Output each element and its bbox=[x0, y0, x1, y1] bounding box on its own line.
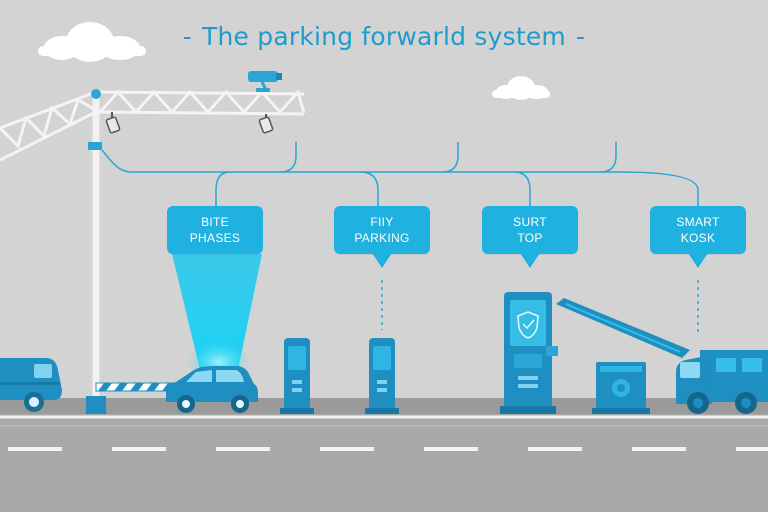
car-icon bbox=[166, 366, 258, 413]
callout-line-2: PARKING bbox=[354, 231, 410, 245]
callout-surt-top: SURT TOP bbox=[482, 206, 578, 268]
lane-markings bbox=[8, 447, 768, 451]
sensor-beam bbox=[172, 254, 262, 384]
parking-meter-icon bbox=[280, 338, 314, 414]
shield-icon bbox=[517, 311, 539, 339]
road bbox=[0, 398, 768, 512]
van-icon bbox=[0, 358, 62, 412]
gantry-joint bbox=[88, 89, 102, 150]
callout-line-1: BITE bbox=[201, 215, 229, 229]
diagram-title: -The parking forwarld system- bbox=[0, 22, 768, 51]
callout-fiiy-parking: FIIY PARKING bbox=[334, 206, 430, 268]
callout-line-1: FIIY bbox=[370, 215, 394, 229]
title-dash-right: - bbox=[575, 22, 586, 51]
cloud-icon bbox=[492, 76, 550, 100]
security-camera-icon bbox=[248, 71, 282, 92]
callout-line-2: PHASES bbox=[189, 231, 241, 245]
callout-line-1: SMART bbox=[676, 215, 720, 229]
callout-pointer bbox=[520, 253, 540, 268]
callout-pointer bbox=[688, 253, 708, 268]
cloud-icon bbox=[38, 22, 146, 62]
drop-lines bbox=[381, 280, 699, 335]
callout-line-2: TOP bbox=[517, 231, 543, 245]
payment-kiosk-icon bbox=[500, 292, 558, 414]
callout-smart-kosk: SMART KOSK bbox=[650, 206, 746, 268]
callout-line-1: SURT bbox=[513, 215, 547, 229]
barrier-gate-icon bbox=[95, 382, 177, 392]
sensor-icon bbox=[258, 114, 274, 134]
callout-bite-phases: BITE PHASES bbox=[167, 206, 263, 254]
generator-box-icon bbox=[592, 362, 650, 414]
boom-arm bbox=[556, 298, 690, 358]
parking-meter-icon bbox=[365, 338, 399, 414]
connector-lines bbox=[101, 142, 699, 206]
sensor-icon bbox=[105, 112, 121, 134]
title-text: The parking forwarld system bbox=[202, 22, 566, 51]
tow-truck-icon bbox=[676, 350, 768, 414]
callout-line-2: KOSK bbox=[680, 231, 716, 245]
title-dash-left: - bbox=[182, 22, 193, 51]
callout-pointer bbox=[372, 253, 392, 268]
